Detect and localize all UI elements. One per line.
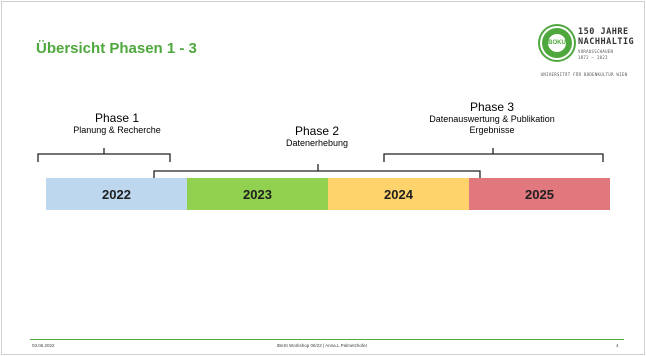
year-2022-label: 2022 (102, 186, 131, 202)
year-2023-label: 2023 (243, 186, 272, 202)
phase-1-bracket (37, 148, 171, 162)
footer-date: 03.06.2022 (32, 343, 55, 348)
phase-3-subtitle: Datenauswertung & Publikation (429, 114, 555, 124)
phase-3-subtitle-2: Ergebnisse (469, 125, 515, 135)
phase-1: Phase 1 Planung & Recherche (52, 111, 182, 136)
logo-line-2: NACHHALTIG (578, 37, 635, 47)
boku-seal-icon: BOKU (542, 28, 572, 58)
year-2025-label: 2025 (525, 186, 554, 202)
year-2024-label: 2024 (384, 186, 413, 202)
footer-page-number: 4 (616, 343, 619, 348)
logo-university: UNIVERSITÄT FÜR BODENKULTUR WIEN (540, 72, 628, 77)
year-2024-bar: 2024 (328, 178, 469, 210)
logo-line-4: 1872 – 2022 (578, 55, 608, 60)
phase-2-title: Phase 2 (294, 124, 340, 138)
slide-title: Übersicht Phasen 1 - 3 (36, 40, 197, 57)
year-2023-bar: 2023 (187, 178, 328, 210)
year-2022-bar: 2022 (46, 178, 187, 210)
footer-divider (30, 339, 624, 340)
year-2025-bar: 2025 (469, 178, 610, 210)
logo-line-3: VORAUSSCHAUEN (578, 49, 614, 54)
phase-2-bracket (153, 164, 481, 179)
phase-2-subtitle: Datenerhebung (285, 138, 349, 148)
phase-1-subtitle: Planung & Recherche (73, 125, 161, 135)
phase-3: Phase 3 Datenauswertung & Publikation Er… (402, 100, 582, 136)
phase-1-title: Phase 1 (94, 111, 140, 125)
boku-logo: BOKU 150 JAHRE NACHHALTIG VORAUSSCHAUEN … (534, 24, 634, 80)
phase-3-bracket (383, 148, 604, 162)
boku-seal-text: BOKU (548, 34, 566, 52)
phase-2: Phase 2 Datenerhebung (252, 124, 382, 149)
footer-presenter: IBeSt Workshop 06/22 | Anna.L.Palmetzhof… (276, 343, 368, 348)
phase-3-title: Phase 3 (469, 100, 515, 114)
logo-line-1: 150 JAHRE (578, 27, 629, 37)
